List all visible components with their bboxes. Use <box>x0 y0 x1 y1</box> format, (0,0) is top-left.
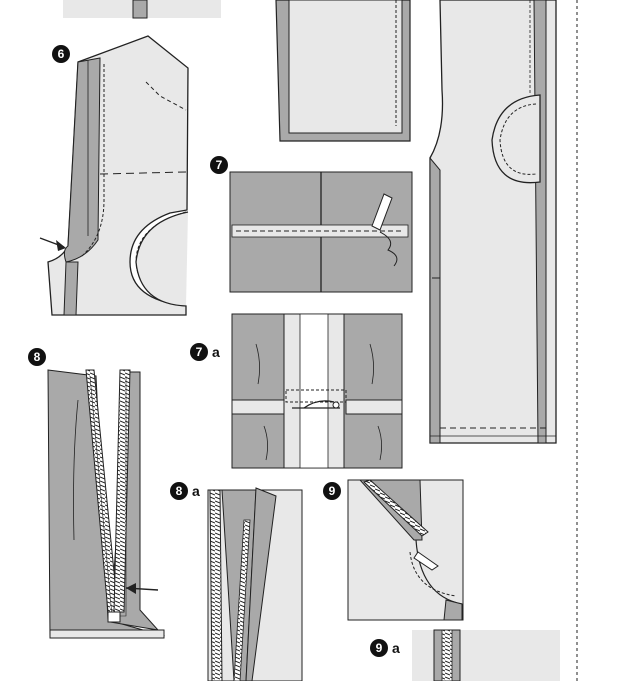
step-9-number: 9 <box>323 482 341 500</box>
step-6-label: 6 <box>52 45 70 63</box>
panel-step-9a <box>412 629 560 681</box>
panel-step-7a <box>231 313 403 469</box>
panel-step-8 <box>47 369 165 639</box>
step-7a-suffix: a <box>212 344 220 360</box>
step-6-number: 6 <box>52 45 70 63</box>
step-9a-label: 9 a <box>370 639 400 657</box>
panel-step-7 <box>229 171 413 293</box>
step-7-number: 7 <box>210 156 228 174</box>
step-9-label: 9 <box>323 482 341 500</box>
panel-top-middle-facing <box>275 0 411 142</box>
step-8a-number: 8 <box>170 482 188 500</box>
step-7a-number: 7 <box>190 343 208 361</box>
panel-step-9 <box>347 479 464 621</box>
step-9a-suffix: a <box>392 640 400 656</box>
step-8-label: 8 <box>28 348 46 366</box>
panel-right-trouser-leg <box>429 0 557 444</box>
panel-step-8a <box>207 487 303 681</box>
step-8-number: 8 <box>28 348 46 366</box>
panel-step-6 <box>39 35 189 316</box>
panel-top-left-fragment <box>63 0 221 19</box>
step-7-label: 7 <box>210 156 228 174</box>
step-8a-label: 8 a <box>170 482 200 500</box>
step-8a-suffix: a <box>192 483 200 499</box>
step-9a-number: 9 <box>370 639 388 657</box>
step-7a-label: 7 a <box>190 343 220 361</box>
